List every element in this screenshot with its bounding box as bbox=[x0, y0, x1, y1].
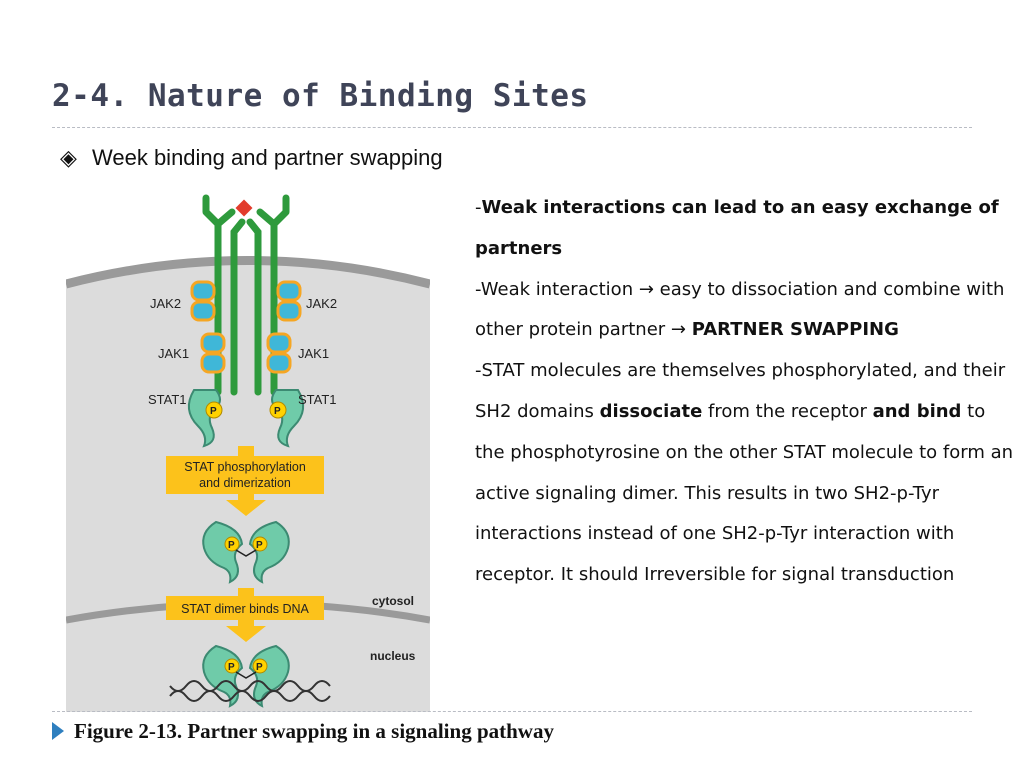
jak1-left-label: JAK1 bbox=[158, 346, 189, 361]
step2-label: STAT dimer binds DNA bbox=[181, 602, 309, 616]
subtitle-text: Week binding and partner swapping bbox=[92, 145, 443, 170]
cell-membrane bbox=[64, 256, 432, 289]
jak1-left bbox=[200, 332, 226, 374]
stat1-left-label: STAT1 bbox=[148, 392, 187, 407]
subtitle: ◈ Week binding and partner swapping bbox=[60, 145, 443, 171]
point-partner-swapping: -Weak interaction → easy to dissociation… bbox=[475, 278, 1005, 341]
partner-swapping-term: PARTNER SWAPPING bbox=[691, 319, 899, 341]
p-label: P bbox=[228, 662, 235, 673]
step1-box bbox=[166, 456, 324, 494]
arrow-down-icon bbox=[226, 620, 266, 642]
figure-caption: Figure 2-13. Partner swapping in a signa… bbox=[52, 719, 554, 744]
step2-box bbox=[166, 596, 324, 620]
stat1-right-label: STAT1 bbox=[298, 392, 337, 407]
p-label: P bbox=[274, 406, 281, 417]
triangle-bullet-icon bbox=[52, 722, 64, 740]
arrow-down-icon bbox=[226, 494, 266, 516]
jak2-left bbox=[190, 280, 216, 322]
p-label: P bbox=[256, 662, 263, 673]
step1-line2: and dimerization bbox=[199, 476, 291, 490]
p-label: P bbox=[210, 406, 217, 417]
caption-divider bbox=[52, 711, 972, 712]
jak2-right bbox=[276, 280, 302, 322]
ligand-icon bbox=[235, 199, 253, 217]
p-label: P bbox=[256, 540, 263, 551]
point-weak-interactions: -Weak interactions can lead to an easy e… bbox=[475, 197, 999, 259]
pathway-diagram: JAK2 JAK2 JAK1 JAK1 P P STAT1 STAT1 STAT… bbox=[64, 194, 432, 712]
jak1-right-label: JAK1 bbox=[298, 346, 329, 361]
point-stat-molecules: -STAT molecules are themselves phosphory… bbox=[475, 360, 1014, 586]
nucleus-label: nucleus bbox=[370, 649, 416, 663]
cytosol-label: cytosol bbox=[372, 594, 414, 608]
body-text: -Weak interactions can lead to an easy e… bbox=[475, 188, 1015, 596]
jak1-right bbox=[266, 332, 292, 374]
step1-line1: STAT phosphorylation bbox=[184, 460, 306, 474]
p-label: P bbox=[228, 540, 235, 551]
figure-caption-text: Figure 2-13. Partner swapping in a signa… bbox=[74, 719, 554, 743]
slide-title: 2-4. Nature of Binding Sites bbox=[52, 78, 589, 114]
partner-swapping-figure: JAK2 JAK2 JAK1 JAK1 P P STAT1 STAT1 STAT… bbox=[64, 192, 432, 712]
dna-helix-icon bbox=[169, 680, 331, 702]
and-bind-term: and bind bbox=[872, 400, 962, 422]
dissociate-term: dissociate bbox=[599, 400, 703, 422]
arrow-down-icon bbox=[238, 588, 254, 596]
diamond-bullet-icon: ◈ bbox=[60, 145, 77, 170]
jak2-right-label: JAK2 bbox=[306, 296, 337, 311]
title-divider bbox=[52, 127, 972, 128]
jak2-left-label: JAK2 bbox=[150, 296, 181, 311]
point-weak-interactions-bold: Weak interactions can lead to an easy ex… bbox=[475, 197, 999, 259]
